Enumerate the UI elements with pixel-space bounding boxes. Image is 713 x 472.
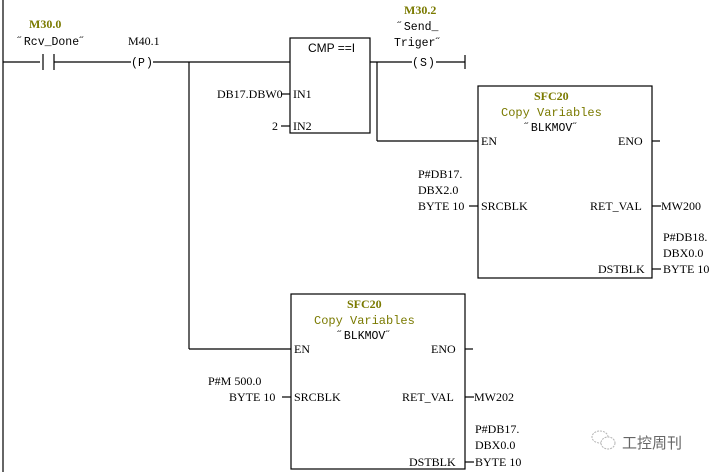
blk2-dstblk-line1: P#DB17. (475, 422, 519, 436)
blk1-dstblk-line1: P#DB18. (663, 230, 707, 244)
coil-symbol-line1: ˝Send_ (397, 21, 439, 34)
blk1-symbol: ˝BLKMOV˝ (524, 122, 579, 135)
blk1-dstblk-label: DSTBLK (598, 262, 645, 276)
blk1-title: Copy Variables (501, 106, 602, 120)
set-coil[interactable]: ( S ) (412, 57, 435, 70)
cmp-in1-value: DB17.DBW0 (217, 87, 283, 101)
blk2-srcblk-label: SRCBLK (294, 390, 341, 404)
blk1-dstblk-line2: DBX0.0 (663, 246, 703, 260)
blk1-retval-label: RET_VAL (590, 199, 642, 213)
blk2-block-id: SFC20 (347, 297, 382, 311)
blk2-retval-label: RET_VAL (402, 390, 454, 404)
svg-text:(: ( (131, 57, 138, 70)
blk1-srcblk-line3: BYTE 10 (418, 199, 464, 213)
edge-address: M40.1 (128, 34, 160, 48)
contact-address: M30.0 (29, 17, 61, 31)
blk2-retval-value: MW202 (474, 390, 514, 404)
coil-symbol-line2: Triger˝ (394, 37, 442, 50)
cmp-in1-label: IN1 (293, 87, 312, 101)
blkmov-block-2[interactable] (290, 293, 466, 470)
blk1-srcblk-line1: P#DB17. (418, 167, 462, 181)
coil-address: M30.2 (404, 3, 436, 17)
cmp-in2-value: 2 (272, 119, 278, 133)
blkmov-block-1[interactable] (477, 85, 653, 279)
no-contact[interactable] (42, 54, 55, 70)
blk2-srcblk-line1: P#M 500.0 (208, 374, 261, 388)
blk1-retval-value: MW200 (661, 199, 701, 213)
blk2-dstblk-line2: DBX0.0 (475, 438, 515, 452)
blk1-dstblk-line3: BYTE 10 (663, 262, 709, 276)
blk2-srcblk-line2: BYTE 10 (229, 390, 275, 404)
blk2-eno: ENO (431, 342, 456, 356)
blk2-symbol: ˝BLKMOV˝ (337, 330, 392, 343)
blk2-dstblk-line3: BYTE 10 (475, 455, 521, 469)
blk1-srcblk-label: SRCBLK (481, 199, 528, 213)
svg-text:(: ( (412, 57, 419, 70)
cmp-in2-label: IN2 (293, 119, 312, 133)
positive-edge-coil[interactable]: ( P ) (131, 57, 153, 70)
cmp-block[interactable] (289, 37, 371, 134)
watermark-text: 工控周刊 (622, 434, 682, 452)
blk1-en: EN (481, 134, 497, 148)
svg-text:): ) (428, 57, 435, 70)
blk1-block-id: SFC20 (534, 89, 569, 103)
svg-text:S: S (420, 57, 427, 70)
contact-symbol: ˝Rcv_Done˝ (17, 36, 86, 49)
blk2-en: EN (294, 342, 310, 356)
blk1-eno: ENO (618, 134, 643, 148)
wechat-icon (591, 430, 616, 450)
svg-text:): ) (146, 57, 153, 70)
cmp-title: CMP ==I (308, 41, 355, 55)
blk1-srcblk-line2: DBX2.0 (418, 183, 458, 197)
svg-text:P: P (138, 57, 145, 70)
blk2-dstblk-label: DSTBLK (409, 455, 456, 469)
blk2-title: Copy Variables (314, 314, 415, 328)
